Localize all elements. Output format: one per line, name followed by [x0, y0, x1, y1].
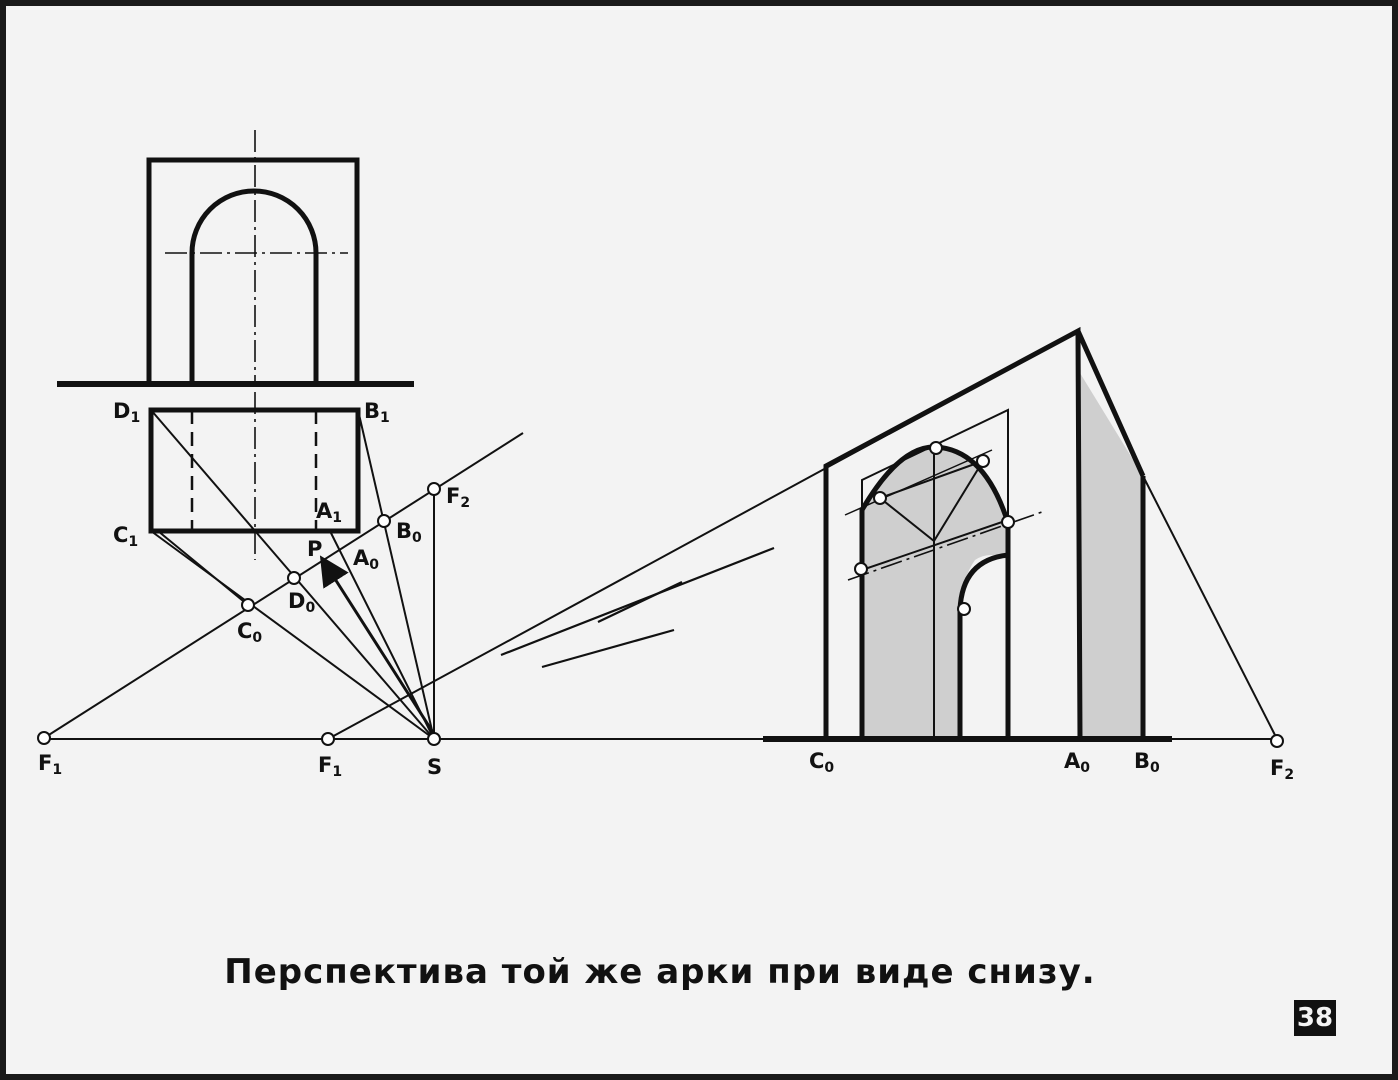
convergence-strokes — [500, 546, 775, 669]
front-elevation — [146, 130, 360, 387]
principal-ray-arrow — [319, 555, 436, 735]
construction-points — [37, 441, 1284, 748]
label-b0-right: B0 — [1134, 749, 1160, 776]
label-f2-left: F2 — [446, 484, 470, 511]
label-a0-right: A0 — [1064, 749, 1090, 776]
label-s: S — [427, 755, 442, 779]
label-p: P — [307, 537, 322, 561]
side-face-shade — [1080, 373, 1143, 739]
label-a0-left: A0 — [353, 546, 379, 573]
label-c1: C1 — [113, 523, 138, 550]
picture-plane-trace — [43, 432, 524, 739]
label-b0-left: B0 — [396, 519, 422, 546]
label-f1-far: F1 — [38, 751, 62, 778]
perspective-view — [763, 326, 1278, 742]
front-arch-opening — [189, 188, 319, 384]
label-c0-left: C0 — [237, 619, 262, 646]
arch-back-outline — [957, 552, 1009, 739]
label-a1: A1 — [316, 499, 342, 526]
front-face-outline — [823, 326, 1083, 740]
roof-edge — [1075, 329, 1146, 478]
slide-caption: Перспектива той же арки при виде снизу. — [224, 952, 1096, 992]
label-d1: D1 — [113, 399, 140, 426]
front-wall-outline — [146, 157, 360, 387]
label-b1: B1 — [364, 399, 390, 426]
vanishing-ray-f2 — [1142, 475, 1278, 740]
plan-view — [148, 392, 361, 560]
label-f1-near: F1 — [318, 753, 342, 780]
label-d0: D0 — [288, 589, 315, 616]
page-number-badge: 38 — [1294, 1000, 1336, 1036]
label-f2-right: F2 — [1270, 756, 1294, 783]
label-c0-right: C0 — [809, 749, 834, 776]
